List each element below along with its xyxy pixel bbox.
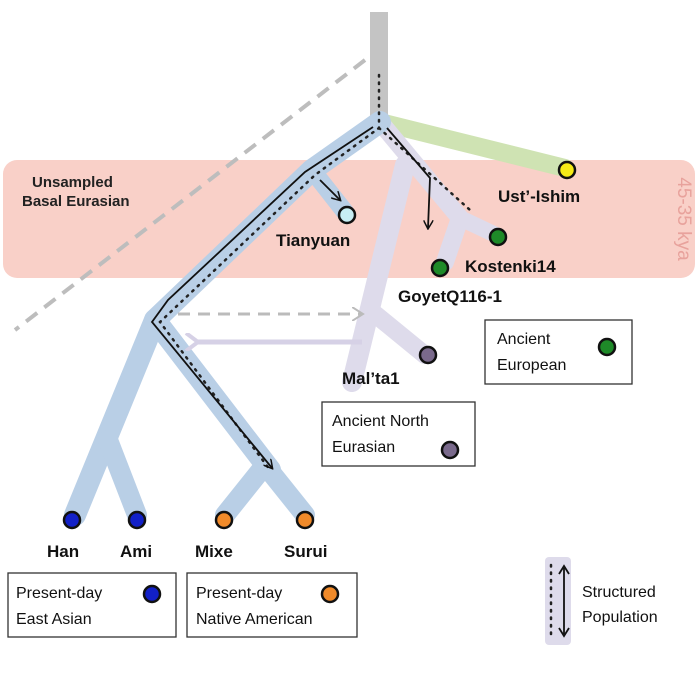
east-eurasian-lineage [64,111,391,526]
time-band-label: 45-35 kya [673,177,694,261]
ami-branch [98,430,147,525]
legend-present-day-east-asian: Present-day East Asian [7,572,177,638]
legend-ane-line1: Ancient North [332,413,429,430]
legend-present-day-native-american: Present-day Native American [186,572,358,638]
kostenki-label: Kostenki14 [465,257,556,276]
goyet-node [430,258,450,278]
unsampled-label-line2: Basal Eurasian [22,193,130,210]
legend-ancient-north-eurasian: Ancient North Eurasian [321,401,476,467]
legend-structured-line2: Population [582,609,658,626]
unsampled-basal-lineage [13,58,367,332]
legend-ancient-european-line2: European [497,357,566,374]
malta-node [418,345,438,365]
migration-arrows [150,126,430,468]
legend-ane-line2: Eurasian [332,439,395,456]
ust-ishim-node [557,160,577,180]
legend-structured-population: Structured Population [545,557,658,645]
legend-east-asian-line2: East Asian [16,611,92,628]
legend-structured-line1: Structured [582,584,656,601]
legend-ancient-european: Ancient European [484,319,633,385]
legend-native-american-line1: Present-day [196,585,282,602]
tianyuan-label: Tianyuan [276,231,350,250]
surui-branch [255,455,315,525]
kostenki-node [488,227,508,247]
mixe-node [214,510,234,530]
goyet-label: GoyetQ116-1 [398,287,502,306]
legend-ancient-european-line1: Ancient [497,331,551,348]
malta-label: Mal’ta1 [342,369,400,388]
han-label: Han [47,542,79,561]
legend-east-asian-line1: Present-day [16,585,102,602]
han-node [62,510,82,530]
mixe-label: Mixe [195,542,233,561]
ami-node [127,510,147,530]
tianyuan-branch [303,161,354,221]
malta-branch [361,301,434,364]
surui-label: Surui [284,542,327,561]
unsampled-label-line1: Unsampled [32,174,113,191]
ami-label: Ami [120,542,152,561]
root-lineage [370,12,388,127]
ust-ishim-lineage [371,113,574,177]
tianyuan-node [337,205,357,225]
ust-ishim-label: Ust’-Ishim [498,187,580,206]
malta-lineage [342,155,415,392]
legend-native-american-line2: Native American [196,611,313,628]
surui-node [295,510,315,530]
structured-dotted-paths [158,73,472,472]
mixe-branch [215,455,275,525]
